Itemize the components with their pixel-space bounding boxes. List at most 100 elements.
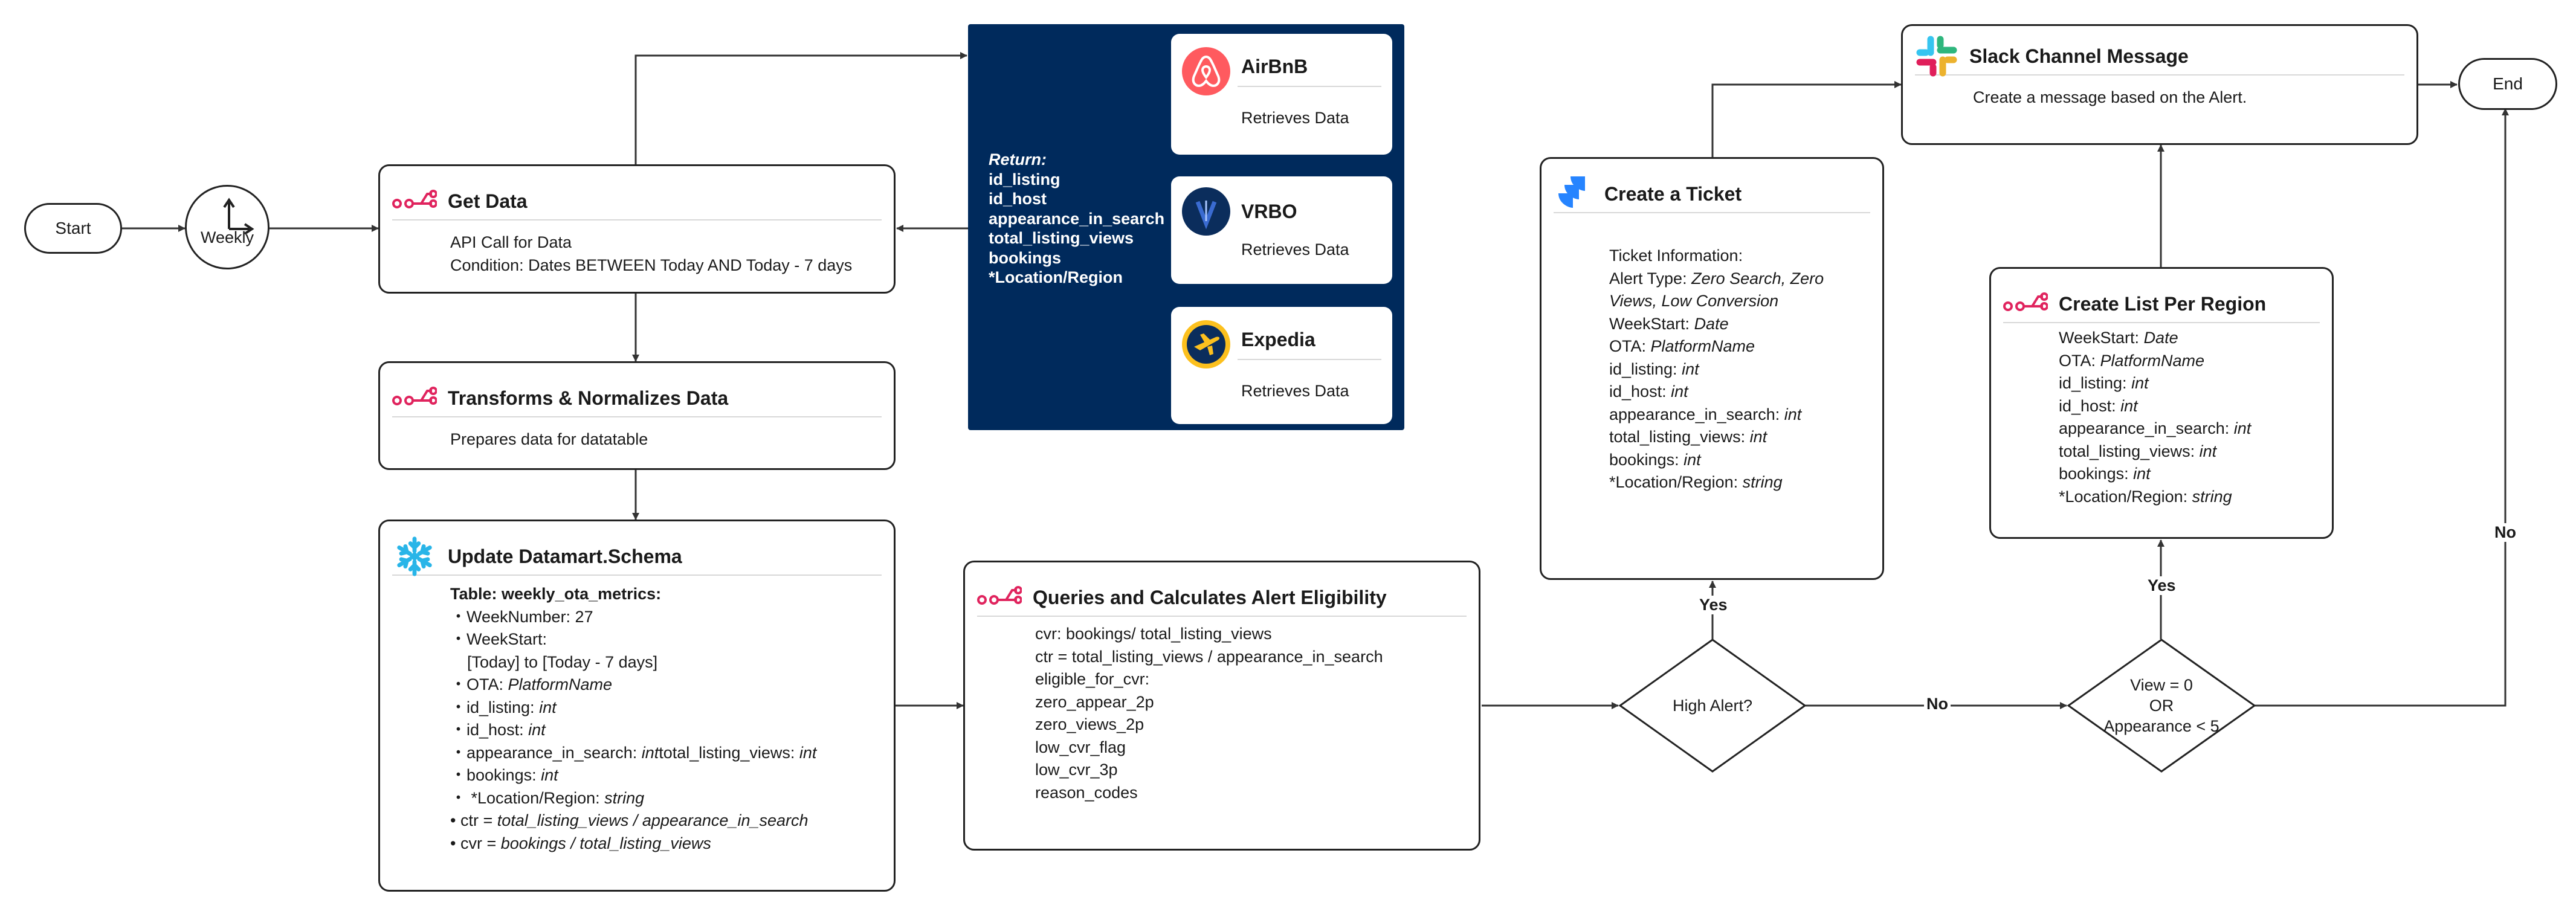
slack-icon	[1915, 34, 1958, 78]
update-schema-body: Table: weekly_ota_metrics: ・WeekNumber: …	[450, 583, 883, 855]
queries-body: cvr: bookings/ total_listing_views ctr =…	[1035, 623, 1468, 804]
region-ota: OTA: PlatformName	[2059, 351, 2205, 370]
ota-desc: Retrieves Data	[1241, 382, 1349, 400]
slack-title: Slack Channel Message	[1969, 45, 2189, 67]
region-list-body: WeekStart: Date OTA: PlatformName id_lis…	[2059, 327, 2321, 508]
workflow-icon	[977, 579, 1022, 616]
update-schema-header: Update Datamart.Schema	[392, 536, 882, 576]
query-line: low_cvr_flag	[1035, 738, 1126, 756]
region-id-host: id_host: int	[2059, 396, 2138, 415]
return-item: total_listing_views	[989, 229, 1134, 247]
query-line: cvr: bookings/ total_listing_views	[1035, 625, 1272, 643]
end-node: End	[2458, 58, 2557, 110]
vrbo-logo-icon	[1182, 187, 1230, 236]
return-item: id_host	[989, 190, 1047, 208]
ticket-total-views: total_listing_views: int	[1609, 428, 1767, 446]
region-list-header: Create List Per Region	[2003, 286, 2320, 323]
expedia-logo-icon	[1182, 320, 1230, 368]
edge-label-yes: Yes	[1697, 596, 1730, 614]
ticket-bookings: bookings: int	[1609, 450, 1701, 469]
transforms-title: Transforms & Normalizes Data	[448, 387, 729, 409]
ota-card-expedia: Expedia Retrieves Data	[1171, 307, 1392, 424]
region-appearance: appearance_in_search: int	[2059, 419, 2252, 437]
queries-header: Queries and Calculates Alert Eligibility	[977, 579, 1467, 617]
field-appearance: ・appearance_in_search: inttotal_listing_…	[450, 743, 817, 762]
transforms-body: Prepares data for datatable	[450, 428, 883, 451]
jira-icon	[1554, 176, 1593, 212]
workflow-icon	[392, 380, 437, 416]
edge-viewcheck-end	[2255, 108, 2509, 707]
field-week-start-value: [Today] to [Today - 7 days]	[467, 652, 658, 671]
ticket-title: Create a Ticket	[1604, 182, 1742, 205]
ota-name: Expedia	[1241, 329, 1315, 350]
ticket-alert-type: Alert Type: Zero Search, Zero Views, Low…	[1609, 269, 1824, 311]
region-id-listing: id_listing: int	[2059, 374, 2149, 392]
ticket-info-label: Ticket Information:	[1609, 246, 1743, 265]
start-label: Start	[55, 219, 91, 237]
transforms-line: Prepares data for datatable	[450, 430, 648, 448]
divider	[1238, 86, 1381, 87]
high-alert-decision: High Alert?	[1618, 638, 1807, 773]
ota-desc: Retrieves Data	[1241, 109, 1349, 127]
query-line: ctr = total_listing_views / appearance_i…	[1035, 647, 1383, 666]
ticket-id-listing: id_listing: int	[1609, 359, 1699, 378]
field-id-listing: ・id_listing: int	[450, 698, 557, 716]
weekly-label: Weekly	[200, 228, 254, 246]
ticket-card: Create a Ticket Ticket Information: Aler…	[1540, 157, 1884, 580]
field-week-start-label: ・WeekStart:	[450, 630, 547, 648]
ticket-body: Ticket Information: Alert Type: Zero Sea…	[1609, 245, 1871, 494]
field-cvr: • cvr = bookings / total_listing_views	[450, 834, 711, 852]
queries-card: Queries and Calculates Alert Eligibility…	[963, 561, 1480, 851]
ticket-week-start: WeekStart: Date	[1609, 314, 1729, 333]
ota-name: VRBO	[1241, 201, 1297, 222]
region-list-title: Create List Per Region	[2059, 292, 2267, 315]
slack-desc: Create a message based on the Alert.	[1973, 88, 2247, 106]
region-location: *Location/Region: string	[2059, 487, 2232, 506]
snowflake-icon	[392, 536, 437, 576]
ticket-header: Create a Ticket	[1554, 176, 1870, 213]
return-item: bookings	[989, 248, 1061, 267]
return-item: appearance_in_search	[989, 209, 1165, 228]
region-list-card: Create List Per Region WeekStart: Date O…	[1989, 267, 2334, 539]
table-label: Table: weekly_ota_metrics:	[450, 585, 662, 603]
get-data-title: Get Data	[448, 190, 528, 212]
get-data-line: API Call for Data	[450, 233, 572, 251]
return-item: id_listing	[989, 170, 1060, 188]
query-line: reason_codes	[1035, 783, 1138, 802]
view-check-line: View = 0	[2130, 676, 2193, 694]
get-data-header: Get Data	[392, 183, 882, 220]
query-line: low_cvr_3p	[1035, 761, 1118, 779]
slack-card: Slack Channel Message Create a message b…	[1901, 24, 2418, 145]
workflow-icon	[392, 183, 437, 219]
ota-card-airbnb: AirBnB Retrieves Data	[1171, 34, 1392, 155]
edge-label-no: No	[2492, 523, 2519, 542]
transforms-card: Transforms & Normalizes Data Prepares da…	[378, 361, 896, 470]
query-line: zero_views_2p	[1035, 715, 1144, 733]
divider	[1238, 359, 1381, 360]
view-check-line: OR	[2149, 697, 2174, 715]
get-data-body: API Call for Data Condition: Dates BETWE…	[450, 231, 883, 277]
queries-title: Queries and Calculates Alert Eligibility	[1033, 586, 1387, 608]
ota-desc: Retrieves Data	[1241, 240, 1349, 259]
ota-name: AirBnB	[1241, 56, 1308, 77]
workflow-icon	[2003, 286, 2048, 322]
query-line: zero_appear_2p	[1035, 692, 1154, 711]
clock-icon	[223, 198, 254, 235]
edge-label-no: No	[1924, 695, 1951, 713]
ticket-ota: OTA: PlatformName	[1609, 337, 1755, 355]
get-data-line: Condition: Dates BETWEEN Today AND Today…	[450, 256, 853, 274]
return-title: Return:	[989, 150, 1047, 169]
ticket-location: *Location/Region: string	[1609, 473, 1783, 491]
get-data-card: Get Data API Call for Data Condition: Da…	[378, 164, 896, 294]
edge-ticket-slack	[1711, 81, 1902, 157]
end-label: End	[2493, 74, 2523, 93]
transforms-header: Transforms & Normalizes Data	[392, 380, 882, 417]
view-check-decision: View = 0 OR Appearance < 5	[2067, 638, 2256, 773]
start-node: Start	[24, 203, 122, 254]
airbnb-logo-icon	[1182, 47, 1230, 95]
high-alert-label: High Alert?	[1672, 697, 1753, 715]
slack-body: Create a message based on the Alert.	[1973, 86, 2406, 109]
ticket-appearance: appearance_in_search: int	[1609, 405, 1802, 423]
query-line: eligible_for_cvr:	[1035, 670, 1150, 688]
